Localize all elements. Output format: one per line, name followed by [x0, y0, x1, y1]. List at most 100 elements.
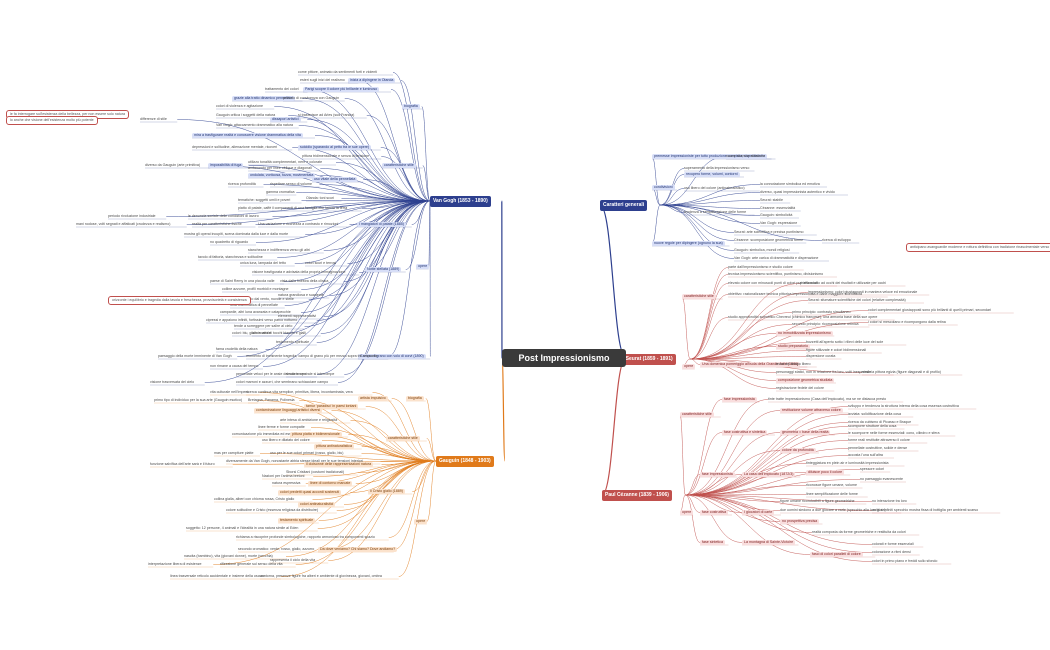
topic-node[interactable]: premesse impressioniste per tutto produz… [652, 154, 768, 159]
topic-node[interactable]: mas per campiture piatte [214, 451, 254, 455]
topic-node[interactable]: La casa dell'impiccato (1872/3) [742, 472, 796, 477]
topic-node[interactable]: testamento spirituale [276, 340, 310, 344]
topic-node[interactable]: opere [682, 364, 696, 369]
topic-node[interactable]: fase impressionista [722, 397, 757, 402]
topic-node[interactable]: momento di imminente tragedia, campo di … [246, 354, 378, 358]
topic-node[interactable]: linea trasversale reticolo accidentale e… [170, 574, 265, 578]
topic-node[interactable]: vista dalla finestra della clinica [280, 279, 329, 283]
topic-node[interactable]: dispersione curata [806, 354, 836, 358]
topic-node[interactable]: come pittore, animato da sentimenti fort… [298, 70, 378, 74]
topic-node[interactable]: periodo rivoluzione industriale [108, 214, 156, 218]
topic-node[interactable]: primo principio: contrasto simultaneo [792, 310, 851, 314]
topic-node[interactable]: spessore colori [860, 467, 885, 471]
topic-node[interactable]: inizia a dipingere in Olanda [348, 78, 396, 83]
topic-node[interactable]: contorna, presenze figure fra alberi e a… [260, 574, 382, 578]
topic-node[interactable]: cielo attraversato dal vento, nuvole e s… [226, 297, 294, 301]
topic-node[interactable]: studio approfondito scientifico Chevreul… [728, 315, 878, 319]
topic-node[interactable]: elementi rappresentativi [278, 314, 317, 318]
topic-node[interactable]: colore da profondità [780, 448, 816, 453]
topic-node[interactable]: Seurat: stabile [760, 198, 783, 202]
topic-node[interactable]: trattamento dei colori [265, 87, 299, 91]
topic-node[interactable]: no quadretto di riguardo [210, 240, 249, 244]
branch-label-caratteri[interactable]: Caratteri generali [600, 200, 648, 211]
topic-node[interactable]: tema del tempo libero [776, 362, 811, 366]
topic-node[interactable]: periodo di convivenza con Gauguin [283, 96, 340, 100]
topic-node[interactable]: rappresenta il ciclo della vita [270, 558, 316, 562]
topic-node[interactable]: nuove ricerche stilistiche [726, 154, 766, 158]
topic-node[interactable]: obiettivo: razionalizzare tecnica pittor… [728, 292, 863, 296]
central-topic[interactable]: Post Impressionismo [502, 349, 626, 367]
topic-node[interactable]: collina gialla, alberi con chioma rossa,… [214, 497, 295, 501]
topic-node[interactable]: Van Gogh: espressione [760, 221, 798, 225]
topic-node[interactable]: diluisce poco il colore [806, 470, 845, 475]
topic-node[interactable]: richiama a riscoprire profonde simbologi… [236, 535, 375, 539]
topic-node[interactable]: soggetto: 12 persone, 4 animali e l'idea… [186, 526, 299, 530]
topic-node[interactable]: ondulata, vorticosa, tozza, movimentata [248, 173, 316, 178]
topic-node[interactable]: unità e infiniti specchio mostra fissa d… [872, 508, 979, 512]
topic-node[interactable]: geometria = base della realtà [780, 430, 831, 435]
topic-node[interactable]: mani nodose, volti segnati e affaticati … [76, 222, 171, 226]
topic-node[interactable]: caratteristiche stile [682, 294, 716, 299]
topic-node[interactable]: Seurat: arte scientifica e precisa punti… [734, 230, 804, 234]
topic-node[interactable]: piatto di patate, caffè [238, 206, 272, 210]
topic-node[interactable]: no prospettiva precisa [780, 519, 820, 524]
branch-label-cezanne[interactable]: Paul Cézanne (1839 - 1906) [602, 490, 672, 501]
topic-node[interactable]: linee di contorno marcate [308, 481, 353, 486]
topic-node[interactable]: mostra gli operai incupiti, scena domina… [184, 232, 289, 236]
topic-node[interactable]: superamento della impressionismo verso [684, 166, 750, 170]
topic-node[interactable]: nascita (bambino), vita (giovani donne),… [184, 554, 273, 558]
topic-node[interactable]: luna drammatica di pennellate [230, 303, 278, 307]
topic-node[interactable]: fase costruttiva e sintetica [722, 430, 768, 435]
topic-node[interactable]: utilizzo tonalità complementari, nere e … [248, 160, 323, 164]
topic-node[interactable]: colori marroni e azzurri, che sembrano s… [236, 380, 329, 384]
topic-node[interactable]: Campo di grano con volo di corvi (1890) [358, 354, 426, 359]
topic-node[interactable]: campanile, altri luna avanzata e catapec… [220, 310, 291, 314]
topic-node[interactable]: personaggi statici, non in relazione fra… [776, 370, 872, 374]
topic-node[interactable]: tamur 'paradiso' in paesi lontani [304, 404, 359, 409]
topic-node[interactable]: colori complementari giustapposti sono p… [868, 308, 992, 312]
topic-node[interactable]: visione trasfigurata e advisata della pr… [252, 270, 346, 274]
topic-node[interactable]: gamma cromatica [266, 190, 295, 194]
topic-node[interactable]: non rimane a causa del tempo [210, 364, 259, 368]
topic-node[interactable]: I mangiatori di patate (1885) [357, 222, 406, 227]
topic-node[interactable]: fasci di colori paralleli di colore [810, 552, 863, 557]
topic-node[interactable]: Gauguin: simbolica, mondi religiosi [734, 248, 790, 252]
topic-node[interactable]: diverso da Gauguin (arte primitiva) [145, 163, 201, 167]
topic-node[interactable]: contaminazione linguaggi artistici diver… [254, 408, 323, 413]
topic-node[interactable]: stanchezza e indifferenza verso gli altr… [248, 248, 310, 252]
topic-node[interactable]: colori in primo piano e freddi sullo sfo… [872, 559, 938, 563]
topic-node[interactable]: realtà per caratteristiche fisiche [192, 222, 242, 226]
topic-node[interactable]: colline azzurre, profili morbidi e monta… [222, 287, 289, 291]
topic-node[interactable]: nuove regole per dipingere (ognuno la su… [652, 241, 725, 246]
branch-label-seurat[interactable]: Georges Seurat (1859 - 1891) [601, 354, 676, 365]
topic-node[interactable]: biografia [406, 396, 424, 401]
topic-node[interactable]: no immobilizzata impressionismo [776, 331, 833, 336]
topic-node[interactable]: Notte stellata (1889) [365, 267, 402, 272]
topic-node[interactable]: ricerca continua vita semplice, primitiv… [246, 390, 353, 394]
topic-node[interactable]: Cézanne: scomposizione geometrica forme [734, 238, 804, 242]
topic-node[interactable]: figure umane riconducibili a figure geom… [780, 499, 855, 503]
topic-node[interactable]: Gauguin critica i soggetti della natura [216, 113, 276, 117]
topic-node[interactable]: Van Gogh: arte carica di drammaticità e … [734, 256, 819, 260]
topic-node[interactable]: riconosce figure umane, volume [806, 483, 857, 487]
topic-node[interactable]: andamento per linee oblique e diagonali [248, 166, 312, 170]
topic-node[interactable]: studio preparatorio [776, 344, 810, 349]
topic-node[interactable]: comunicazione più immediata ed essenzial… [232, 432, 303, 436]
topic-node[interactable]: elevato colore con minuscoli punti di co… [728, 281, 818, 285]
topic-node[interactable]: si trasferisce ad Arles (sud Francia) [298, 113, 355, 117]
topic-node[interactable]: sentiero centrale si interrompe [286, 372, 335, 376]
topic-node[interactable]: Sborsi Crisitani (costumi tradizionali) [286, 470, 345, 474]
topic-node[interactable]: uso libero e dilatato del colore [262, 438, 310, 442]
topic-node[interactable]: paesaggio della morte imminente di Van G… [158, 354, 232, 358]
topic-node[interactable]: colorazione a ritmi densi [872, 550, 911, 554]
topic-node[interactable]: unica luna, lampada del tetto [240, 261, 286, 265]
topic-node[interactable]: mira a trasfigurare realtà e conoscere v… [192, 133, 303, 138]
topic-node[interactable]: condivisioni [652, 185, 675, 190]
topic-node[interactable]: tavolo di fattoria, stanchezza e solitud… [198, 255, 263, 259]
topic-node[interactable]: colori scuri e terrosi [305, 261, 337, 265]
topic-node[interactable]: accosta l'una sull'altra [848, 453, 883, 457]
topic-node[interactable]: differenze di stile [140, 117, 167, 121]
topic-node[interactable]: forme reali restituite attraverso il col… [848, 438, 910, 442]
topic-node[interactable]: linee semplificazione delle forme [806, 492, 858, 496]
topic-node[interactable]: Van Gogh: attaccamento drammatico alla n… [216, 123, 294, 127]
